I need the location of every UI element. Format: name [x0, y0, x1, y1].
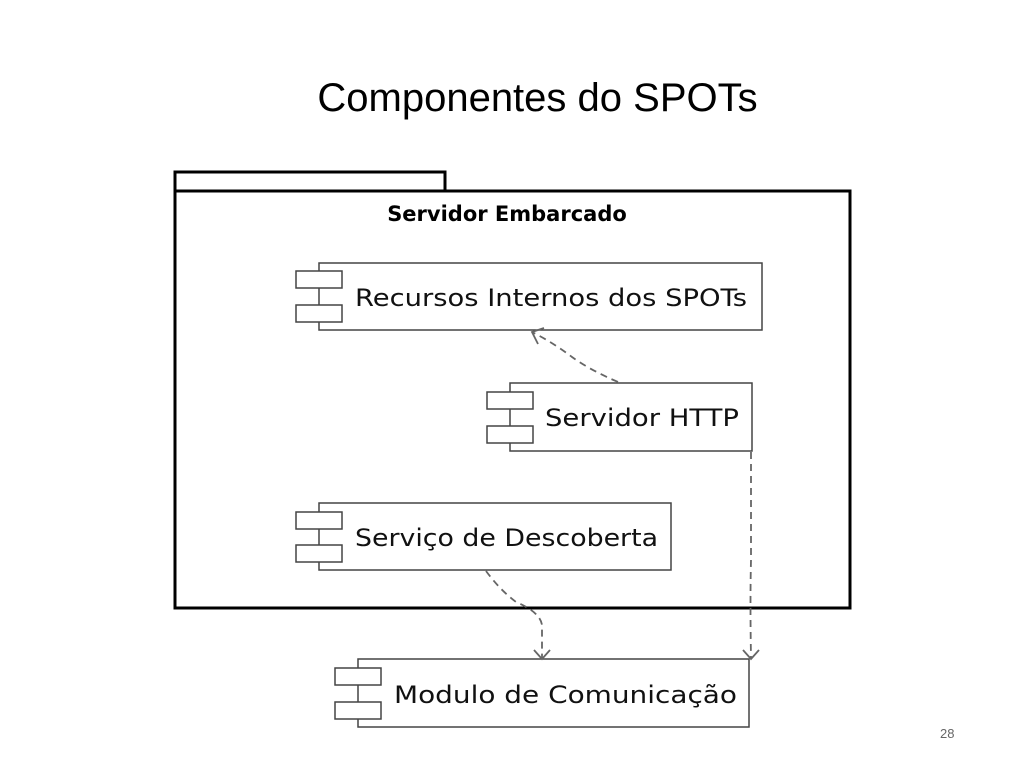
- component-port-bottom: [486, 425, 534, 444]
- package-label: Servidor Embarcado: [387, 202, 627, 226]
- component-port-bottom: [295, 544, 343, 563]
- dependency-arrowhead: [742, 649, 760, 661]
- component-modulo-comunicacao: Modulo de Comunicação: [334, 658, 750, 728]
- dependency-descoberta-to-comunicacao: [485, 570, 551, 661]
- component-recursos-internos: Recursos Internos dos SPOTs: [295, 262, 763, 331]
- page-number: 28: [940, 726, 955, 741]
- component-servico-descoberta: Serviço de Descoberta: [295, 502, 672, 571]
- component-port-bottom: [334, 701, 382, 720]
- component-port-top: [334, 667, 382, 686]
- package-tab: [173, 170, 447, 193]
- slide-title: Componentes do SPOTs: [317, 76, 758, 120]
- dependency-line: [531, 331, 619, 383]
- component-port-top: [295, 270, 343, 289]
- dependency-arrowhead: [533, 649, 551, 661]
- component-body: [357, 658, 750, 728]
- dependency-line: [485, 570, 543, 658]
- component-label: Serviço de Descoberta: [355, 524, 658, 552]
- component-body: [318, 502, 672, 571]
- component-body: [509, 382, 753, 452]
- component-port-top: [295, 511, 343, 530]
- dependency-arrowhead: [530, 327, 545, 345]
- component-servidor-http: Servidor HTTP: [486, 382, 753, 452]
- component-label: Recursos Internos dos SPOTs: [355, 284, 747, 312]
- component-port-top: [486, 391, 534, 410]
- dependency-line: [749, 452, 752, 659]
- component-label: Servidor HTTP: [545, 404, 739, 432]
- component-port-bottom: [295, 304, 343, 323]
- component-label: Modulo de Comunicação: [394, 681, 737, 709]
- dependency-http-to-recursos: [530, 327, 619, 383]
- dependency-http-to-comunicacao: [742, 452, 760, 661]
